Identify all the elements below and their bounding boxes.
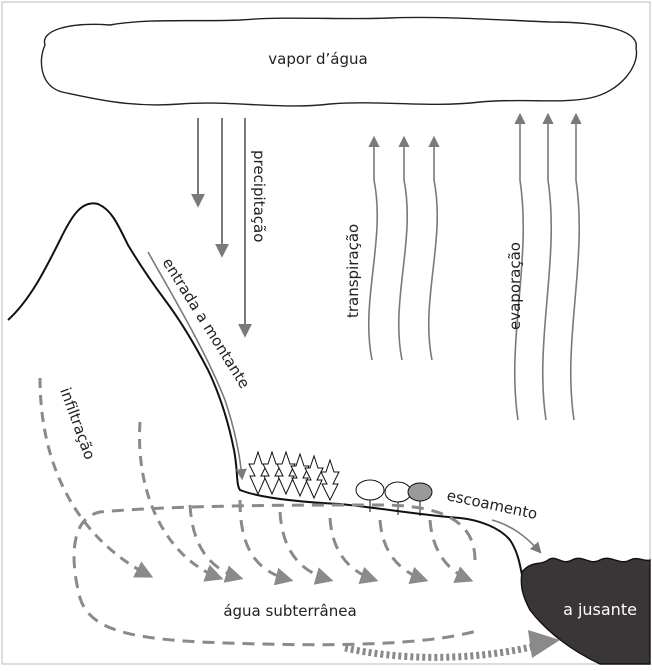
transpiration-arrows [369,138,437,360]
conifer-trees-icon [249,452,339,500]
label-vapor: vapor d’água [268,50,367,68]
label-infiltration: infiltração [56,385,99,462]
runoff-arrow [492,520,540,552]
evaporation-arrows [515,115,579,420]
label-evaporation: evaporação [506,242,524,330]
precipitation-arrows [198,118,245,335]
label-transpiration: transpiração [344,224,362,318]
label-groundwater: água subterrânea [223,602,356,620]
label-upstream-inflow: entrada a montante [159,255,254,392]
label-precipitation: precipitação [250,150,268,242]
groundwater-flow-loops [74,500,480,645]
label-downstream: a jusante [563,600,637,619]
groundwater-outflow-arrow [345,645,540,657]
